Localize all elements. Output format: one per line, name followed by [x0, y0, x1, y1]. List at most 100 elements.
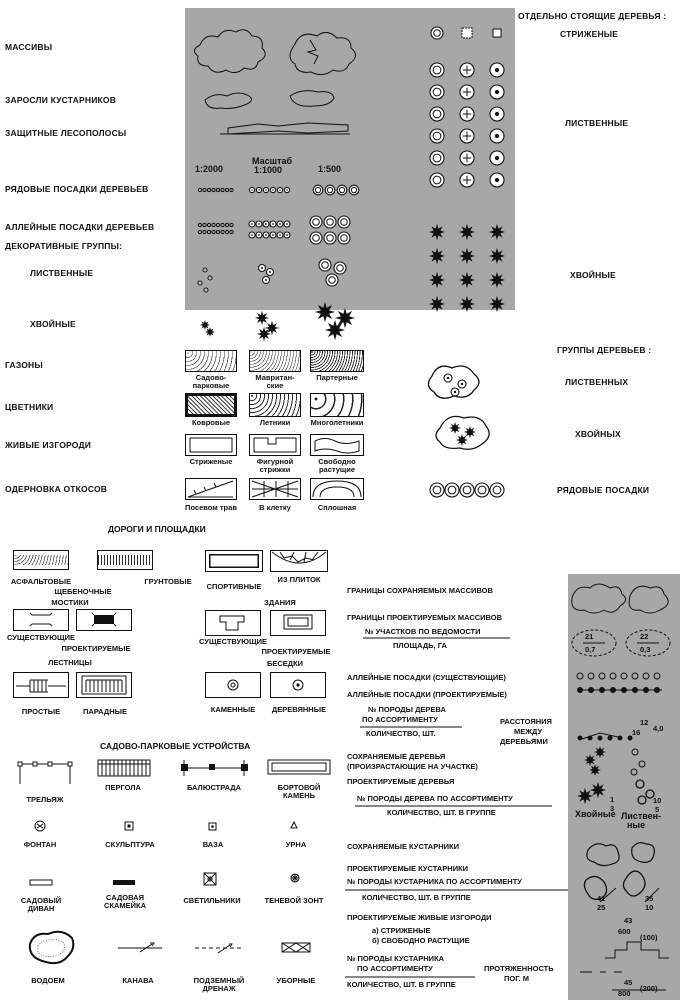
building-existing	[205, 610, 261, 636]
row-tree-m-core	[258, 189, 260, 191]
p2-s2: 25	[597, 903, 606, 912]
br-l2a: № УЧАСТКОВ ПО ВЕДОМОСТИ	[365, 627, 481, 636]
row-tree-s-core	[199, 189, 201, 191]
br-l1: ГРАНИЦЫ СОХРАНЯЕМЫХ МАССИВОВ	[347, 586, 493, 595]
keep-conif	[593, 745, 607, 759]
lawn-box-1	[185, 350, 237, 372]
br-l7: ПРОЕКТИРУЕМЫЕ ДЕРЕВЬЯ	[347, 777, 455, 786]
decid-5-0	[429, 172, 445, 188]
br-l11c: КОЛИЧЕСТВО, ШТ. В ГРУППЕ	[347, 980, 456, 989]
label-zashchitnye: ЗАЩИТНЫЕ ЛЕСОПОЛОСЫ	[5, 128, 127, 138]
alley-l	[323, 215, 337, 229]
decid-2-0-ring	[432, 109, 442, 119]
alley-l	[323, 231, 337, 245]
br-l10b: б) СВОБОДНО РАСТУЩИЕ	[372, 936, 470, 945]
flower-cap-1: Ковровые	[191, 418, 231, 427]
hedge-cap-1: Стриженые	[189, 457, 233, 466]
group-decid	[427, 365, 480, 399]
br-l6b: (ПРОИЗРАСТАЮЩИЕ НА УЧАСТКЕ)	[347, 762, 478, 771]
top-panel-symbols	[194, 29, 356, 135]
trellis-nodes	[17, 761, 73, 767]
cap-plitki: ИЗ ПЛИТОК	[277, 575, 321, 584]
lesopolosa-symbol	[227, 122, 349, 135]
p2-f2: 800	[618, 989, 631, 998]
alley-s-core	[199, 224, 201, 226]
group-conif	[435, 415, 490, 450]
alley-exist-dot	[587, 672, 595, 680]
alley-s-core	[204, 231, 205, 233]
br-l9: ПРОЕКТИРУЕМЫЕ КУСТАРНИКИ	[347, 864, 469, 873]
row-tree-l-ring	[314, 186, 322, 194]
p2-a2: 0,7	[585, 645, 596, 654]
alley-s-core	[231, 231, 232, 233]
cap-skulptura: СКУЛЬПТУРА	[105, 840, 155, 849]
g-c	[455, 433, 469, 447]
decid-4-0	[429, 150, 445, 166]
cap-derevyannye: ДЕРЕВЯННЫЕ	[271, 705, 327, 714]
row-tree-r-ring	[462, 485, 472, 495]
decid-2-1-hatch	[462, 109, 472, 119]
cap-balyustrada: БАЛЮСТРАДА	[186, 783, 242, 792]
br-l9a: № ПОРОДЫ КУСТАРНИКА ПО АССОРТИМЕНТУ	[347, 877, 522, 886]
row-tree-r-ring	[492, 485, 502, 495]
br-l5e: МЕЖДУ	[514, 727, 543, 736]
hedge-box-1	[185, 434, 237, 456]
alley-l	[309, 231, 323, 245]
label-zhivye: ЖИВЫЕ ИЗГОРОДИ	[5, 440, 92, 450]
decid-3-0	[429, 128, 445, 144]
cap-asfalt: АСФАЛЬТОВЫЕ	[10, 577, 72, 586]
p2-k2: 3	[610, 804, 615, 813]
p2-l1: 10	[653, 796, 662, 805]
br-l8: СОХРАНЯЕМЫЕ КУСТАРНИКИ	[347, 842, 459, 851]
br-l5b: ПО АССОРТИМЕНТУ	[362, 715, 438, 724]
con-l	[314, 301, 336, 323]
cap-pergola: ПЕРГОЛА	[105, 783, 141, 792]
p2-k1: 1	[610, 795, 615, 804]
alley-num-dot	[587, 735, 593, 741]
alley-l	[309, 215, 323, 229]
p2-f1: 45	[624, 978, 633, 987]
clipped-1	[430, 26, 444, 40]
conif-1-2	[488, 247, 506, 265]
p2-t1: 35	[645, 894, 654, 903]
dec-s-core	[204, 269, 206, 271]
alley-m-core	[279, 223, 281, 225]
label-tsvetniki: ЦВЕТНИКИ	[5, 402, 54, 412]
massiv-symbol-2	[289, 32, 356, 76]
row-tree-s-core	[222, 189, 223, 191]
keep-decid	[631, 748, 639, 756]
p2-f3: (200)	[640, 984, 658, 993]
row-tree-r	[489, 482, 505, 498]
alley-s-core	[217, 231, 219, 233]
cap-svet: СВЕТИЛЬНИКИ	[183, 896, 241, 905]
alley-exist-dot	[576, 672, 584, 680]
alley-num-dot	[617, 735, 623, 741]
br-l5c: КОЛИЧЕСТВО, ШТ.	[366, 729, 436, 738]
keep-decid	[630, 768, 638, 776]
row-tree-l	[336, 184, 348, 196]
label-khvoinye: ХВОЙНЫЕ	[30, 319, 76, 329]
clipped-3	[492, 28, 502, 38]
cap-zont: ТЕНЕВОЙ ЗОНТ	[264, 896, 324, 905]
legend-panel-bottom	[568, 574, 680, 1000]
slope-cap-2: В клетку	[259, 503, 291, 512]
alley-m-core	[286, 223, 288, 225]
dec-m-core	[268, 270, 272, 274]
lawn-box-3	[310, 350, 364, 372]
p2-b1: 22	[640, 632, 649, 641]
cap-urna: УРНА	[285, 840, 307, 849]
roads-title: ДОРОГИ И ПЛОЩАДКИ	[108, 524, 206, 534]
row-tree-r	[459, 482, 475, 498]
g-d-core	[446, 376, 450, 380]
proj-decid	[637, 795, 647, 805]
keep-shrub-2	[631, 842, 655, 863]
p2-s1: 41	[597, 894, 606, 903]
row-tree-r-ring	[432, 485, 442, 495]
dec-m-core	[264, 278, 268, 282]
dec-l-ring	[336, 264, 344, 272]
